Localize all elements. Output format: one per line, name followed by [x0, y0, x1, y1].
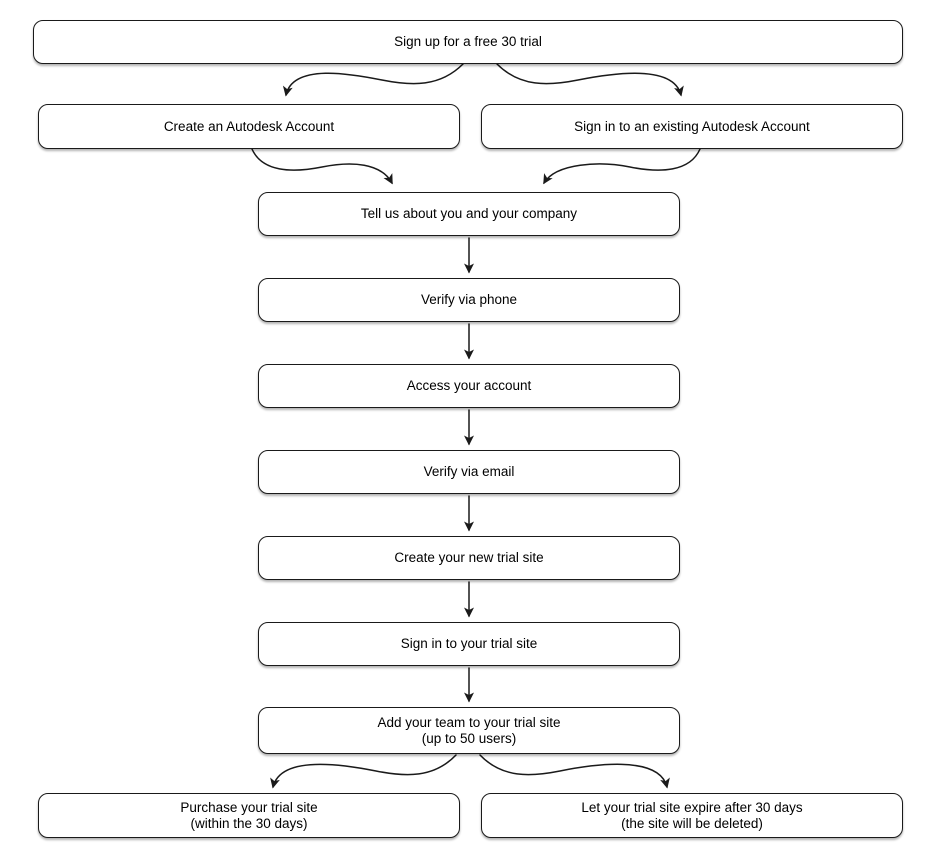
node-add-team: Add your team to your trial site (up to … [258, 707, 680, 754]
node-label: Let your trial site expire after 30 days [581, 799, 803, 815]
node-verify-phone: Verify via phone [258, 278, 680, 322]
node-sign-in-existing: Sign in to an existing Autodesk Account [481, 104, 903, 149]
edge-add-team-to-purchase [270, 754, 457, 789]
edge-signin-existing-to-tellus [543, 148, 701, 185]
edge-signup-to-create-account [282, 63, 464, 97]
node-sublabel: (within the 30 days) [190, 815, 308, 831]
node-sign-in-trial-site: Sign in to your trial site [258, 622, 680, 666]
node-access-account: Access your account [258, 364, 680, 408]
node-sign-up: Sign up for a free 30 trial [33, 20, 903, 64]
node-purchase: Purchase your trial site (within the 30 … [38, 793, 460, 838]
node-label: Verify via phone [420, 292, 518, 307]
node-label: Purchase your trial site [180, 799, 318, 815]
node-label: Sign in to your trial site [400, 636, 538, 651]
node-tell-us: Tell us about you and your company [258, 192, 680, 236]
node-label: Add your team to your trial site [377, 714, 561, 730]
node-label: Sign in to an existing Autodesk Account [574, 118, 810, 134]
node-label: Access your account [406, 378, 532, 393]
edge-create-account-to-tellus [251, 148, 393, 185]
node-label: Sign up for a free 30 trial [394, 34, 542, 49]
edge-signup-to-signin-existing [496, 63, 684, 97]
node-label: Create your new trial site [394, 550, 544, 565]
node-let-expire: Let your trial site expire after 30 days… [481, 793, 903, 838]
node-verify-email: Verify via email [258, 450, 680, 494]
node-create-account: Create an Autodesk Account [38, 104, 460, 149]
node-sublabel: (the site will be deleted) [621, 815, 763, 831]
node-label: Tell us about you and your company [360, 206, 578, 221]
node-create-trial-site: Create your new trial site [258, 536, 680, 580]
edge-add-team-to-let-expire [479, 754, 670, 789]
node-label: Verify via email [423, 464, 515, 479]
node-label: Create an Autodesk Account [163, 118, 335, 134]
node-sublabel: (up to 50 users) [421, 730, 517, 746]
